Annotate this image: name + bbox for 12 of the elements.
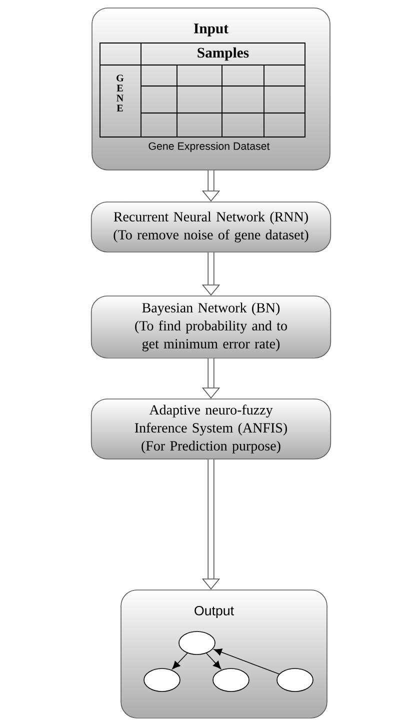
process-box: Bayesian Network (BN) (To find probability and to get minimum error rate) bbox=[90, 296, 332, 358]
arrow bbox=[206, 652, 222, 670]
circle-node bbox=[212, 668, 250, 692]
circle-node bbox=[144, 668, 180, 692]
process-box: Recurrent Neural Network (RNN) (To remove noise of gene dataset) bbox=[90, 202, 332, 252]
column-header: Samples bbox=[198, 47, 249, 61]
circle-node bbox=[178, 631, 216, 655]
arrow bbox=[172, 652, 188, 670]
row-header: G E N E bbox=[116, 74, 124, 112]
arrow bbox=[214, 648, 280, 674]
circle-node bbox=[276, 668, 314, 692]
process-box: Adaptive neuro-fuzzy Inference System (ANFIS) (For Prediction purpose) bbox=[90, 398, 332, 460]
